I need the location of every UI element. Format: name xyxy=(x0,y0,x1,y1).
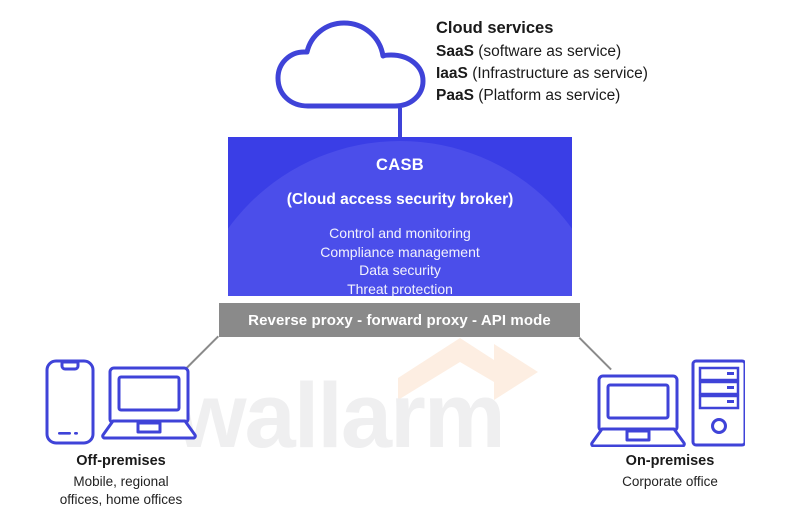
off-premises-description-line: offices, home offices xyxy=(59,492,183,508)
casb-title: CASB xyxy=(376,156,424,174)
off-premises-description: Mobile, regional offices, home offices xyxy=(11,473,231,510)
cloud-service-iaas: IaaS (Infrastructure as service) xyxy=(436,63,766,85)
cloud-icon xyxy=(272,14,432,119)
casb-content: CASB (Cloud access security broker) Cont… xyxy=(228,137,572,296)
on-premises-devices xyxy=(585,357,747,452)
cloud-service-paas-expansion: (Platform as service) xyxy=(478,87,621,105)
cloud-service-saas-abbr: SaaS xyxy=(436,43,474,61)
watermark-text: wallarm xyxy=(175,365,506,467)
cloud-service-saas-expansion: (software as service) xyxy=(478,43,622,61)
casb-feature-item: Compliance management xyxy=(320,243,480,260)
cloud-service-paas: PaaS (Platform as service) xyxy=(436,85,766,107)
on-premises-title: On-premises xyxy=(625,453,715,469)
laptop-icon xyxy=(590,374,686,448)
cloud-service-iaas-abbr: IaaS xyxy=(436,65,468,83)
wallarm-chevron-logo-icon xyxy=(398,338,538,405)
off-premises-label: Off-premises Mobile, regional offices, h… xyxy=(11,452,231,510)
cloud-services-legend: Cloud services SaaS (software as service… xyxy=(436,18,766,107)
off-premises-devices xyxy=(44,358,204,451)
smartphone-icon xyxy=(45,359,95,445)
server-tower-icon xyxy=(691,359,747,447)
casb-feature-item: Control and monitoring xyxy=(329,225,471,241)
cloud-service-paas-abbr: PaaS xyxy=(436,87,474,105)
casb-subtitle: (Cloud access security broker) xyxy=(286,191,514,208)
laptop-icon xyxy=(101,366,197,440)
casb-feature-list: Control and monitoring Compliance manage… xyxy=(228,224,572,296)
on-premises-description: Corporate office xyxy=(560,473,780,492)
off-premises-title: Off-premises xyxy=(76,453,166,469)
cloud-services-title: Cloud services xyxy=(436,19,554,37)
on-premises-label: On-premises Corporate office xyxy=(560,452,780,491)
cloud-service-saas: SaaS (software as service) xyxy=(436,41,766,63)
casb-feature-item: Data security xyxy=(359,262,441,279)
cloud-service-iaas-expansion: (Infrastructure as service) xyxy=(472,65,648,83)
cloud-to-casb-connector xyxy=(398,108,402,140)
proxy-mode-bar: Reverse proxy - forward proxy - API mode xyxy=(219,303,580,337)
casb-feature-item: Threat protection xyxy=(347,280,453,296)
off-premises-description-line: Mobile, regional xyxy=(73,473,169,489)
on-premises-description-line: Corporate office xyxy=(622,473,718,489)
casb-panel: CASB (Cloud access security broker) Cont… xyxy=(228,137,572,296)
